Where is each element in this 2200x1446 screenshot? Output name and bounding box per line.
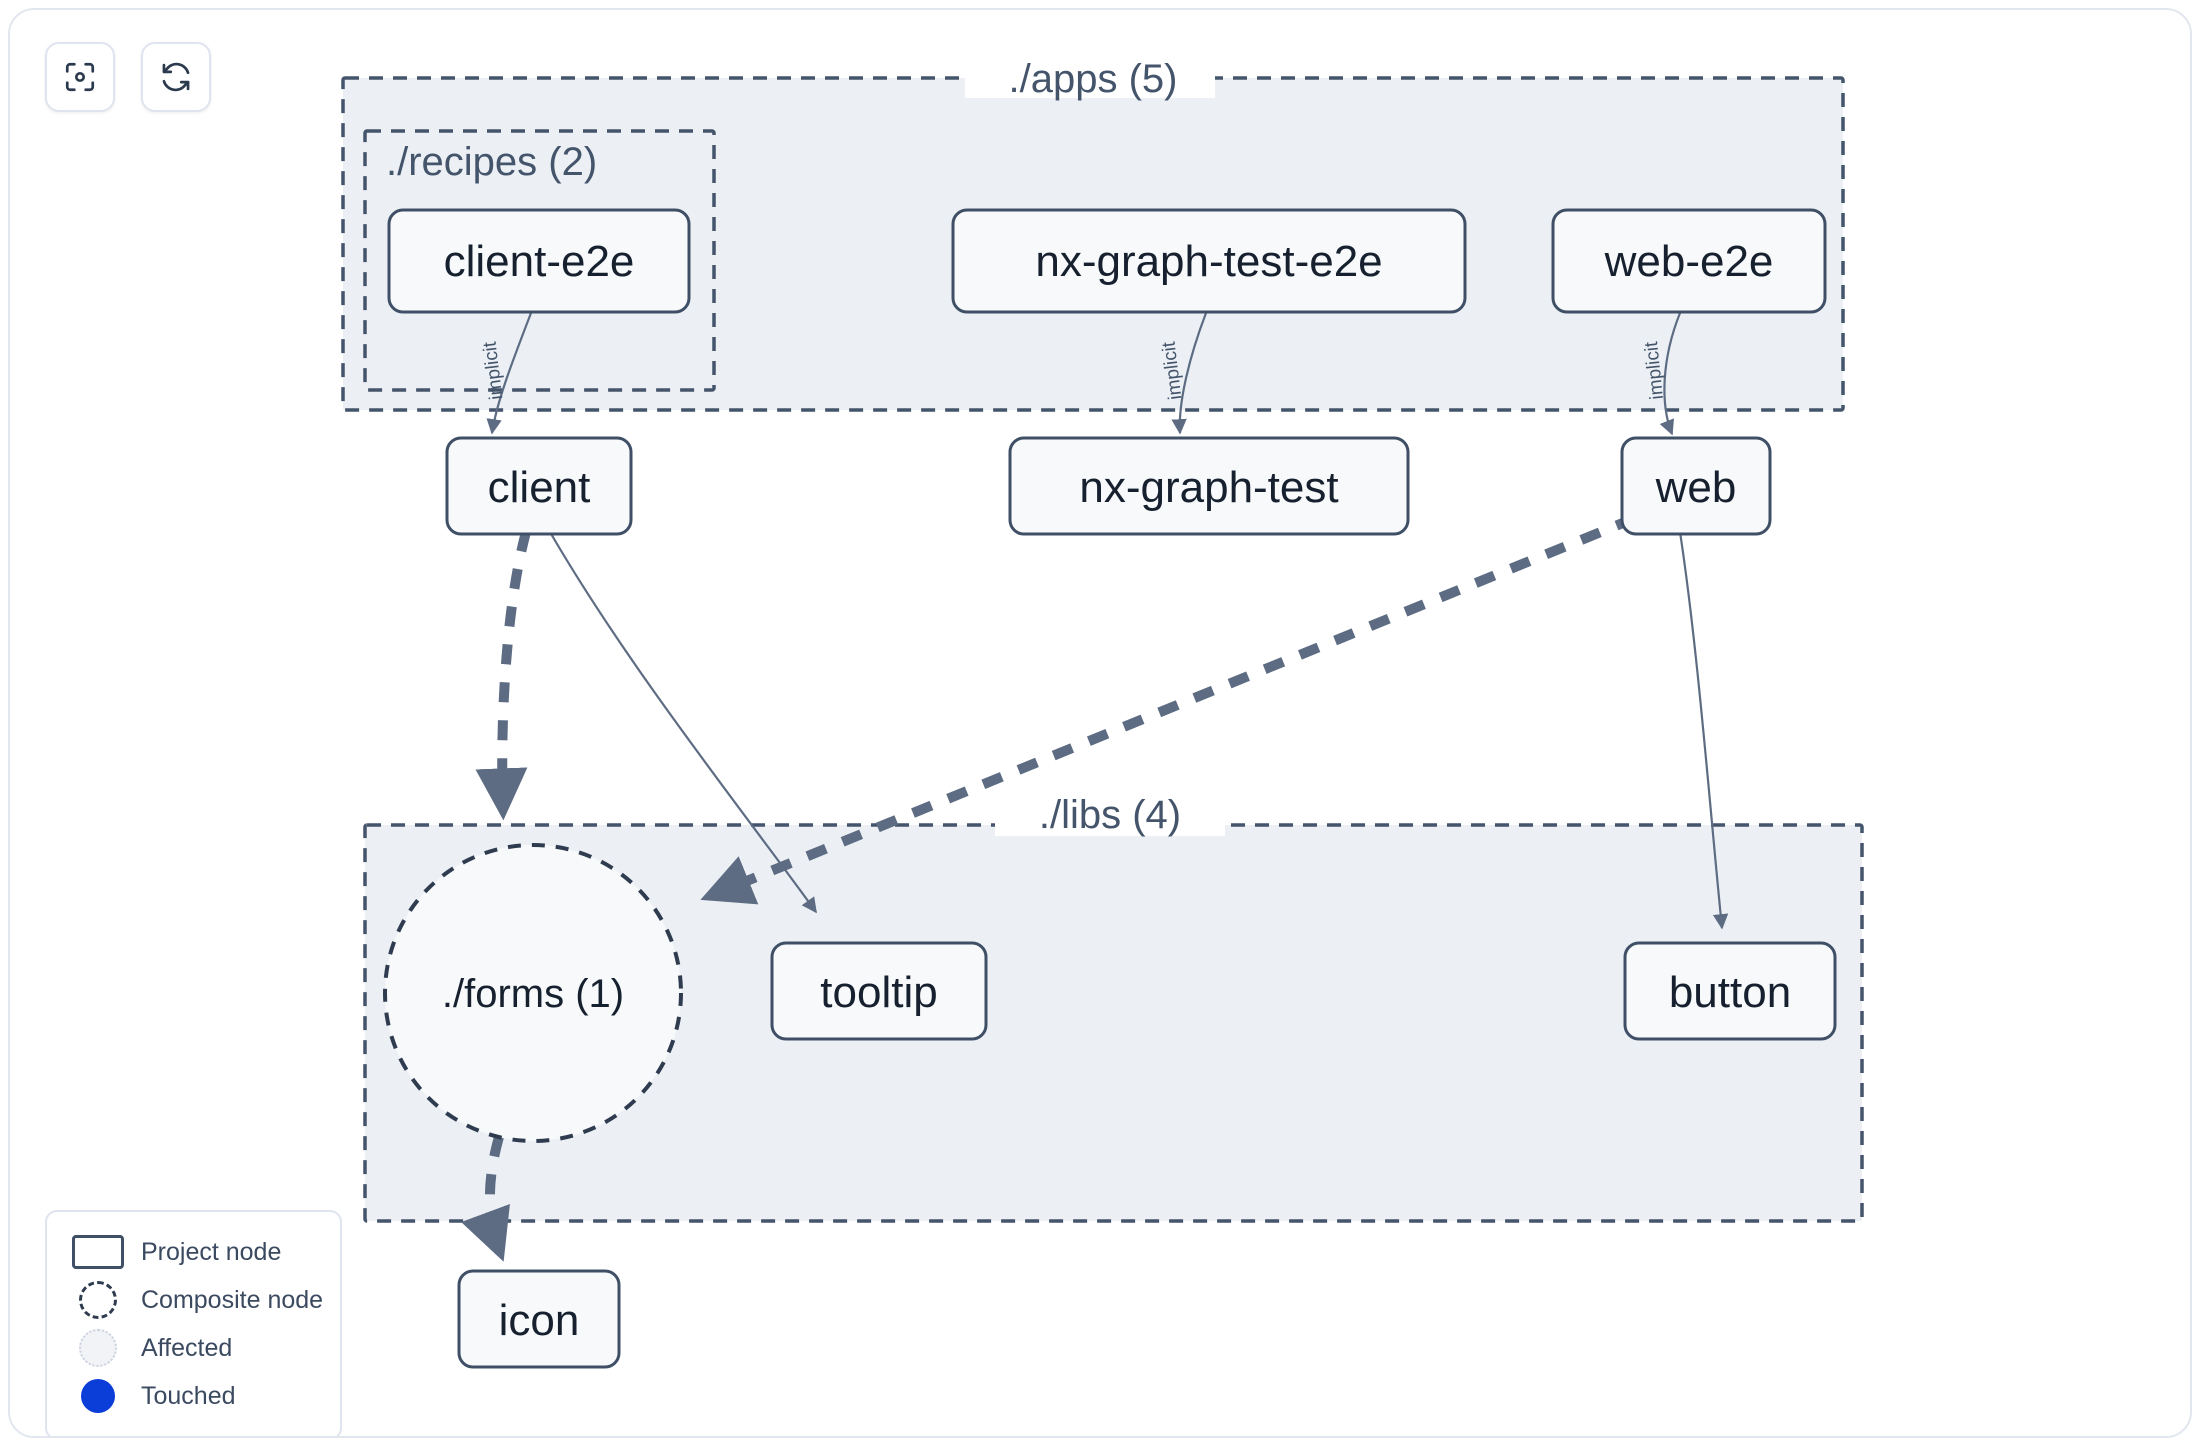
legend-item-composite-node: Composite node: [65, 1276, 324, 1324]
legend-item-touched: Touched: [65, 1372, 322, 1420]
group-libs-label: ./libs (4): [1039, 793, 1181, 837]
node-client-label: client: [488, 463, 591, 512]
node-nx-graph-test-box[interactable]: [1008, 436, 1410, 536]
legend-item-project-node: Project node: [65, 1228, 322, 1276]
graph-toolbar: [45, 42, 211, 112]
graph-legend: Project node Composite node Affected Tou…: [45, 1210, 342, 1436]
group-apps-label-bg: [965, 50, 1215, 98]
edge-web-to-button: [1678, 531, 1729, 930]
graph-edges: implicit implicit implicit: [461, 312, 1729, 1262]
node-tooltip-label: tooltip: [820, 968, 937, 1017]
node-button-label: button: [1669, 968, 1791, 1017]
group-libs-label-bg: [995, 792, 1225, 836]
group-recipes-label: ./recipes (2): [386, 140, 597, 184]
node-button[interactable]: button: [1623, 941, 1837, 1041]
legend-item-affected: Affected: [65, 1324, 322, 1372]
node-forms-composite[interactable]: ./forms (1): [383, 843, 683, 1143]
refresh-graph-button[interactable]: [141, 42, 211, 112]
node-web-e2e-label: web-e2e: [1604, 237, 1774, 286]
touched-swatch: [65, 1379, 131, 1413]
node-web-e2e-box[interactable]: [1551, 208, 1827, 314]
project-node-swatch: [65, 1235, 131, 1269]
graph-canvas-card: ./apps (5) ./recipes (2) ./libs (4) impl…: [8, 8, 2192, 1438]
edge-client-to-forms: [475, 530, 531, 821]
node-client-e2e-label: client-e2e: [444, 237, 635, 286]
edge-webe2e-to-web: [1659, 312, 1682, 436]
node-client-e2e-box[interactable]: [387, 208, 691, 314]
node-nx-graph-test-e2e-label: nx-graph-test-e2e: [1035, 237, 1382, 286]
node-nx-graph-test-e2e-box[interactable]: [951, 208, 1467, 314]
node-icon-label: icon: [499, 1296, 580, 1345]
edge-web-to-forms: [700, 513, 1637, 905]
edge-nxgraphteste2e-to-nxgraphtest: [1171, 312, 1208, 435]
node-web-e2e[interactable]: web-e2e: [1551, 208, 1827, 314]
node-icon-box[interactable]: [457, 1269, 621, 1369]
node-web-label: web: [1655, 463, 1737, 512]
group-apps-label: ./apps (5): [1009, 57, 1178, 101]
node-nx-graph-test[interactable]: nx-graph-test: [1008, 436, 1410, 536]
affected-swatch: [65, 1329, 131, 1367]
node-nx-graph-test-e2e[interactable]: nx-graph-test-e2e: [951, 208, 1467, 314]
legend-label-affected: Affected: [141, 1333, 233, 1362]
node-forms-circle[interactable]: [383, 843, 683, 1143]
node-client[interactable]: client: [445, 436, 633, 536]
node-tooltip-box[interactable]: [770, 941, 988, 1041]
node-web[interactable]: web: [1620, 436, 1772, 536]
node-nx-graph-test-label: nx-graph-test: [1079, 463, 1338, 512]
refresh-icon: [159, 60, 193, 94]
node-client-e2e[interactable]: client-e2e: [387, 208, 691, 314]
project-graph-svg[interactable]: ./apps (5) ./recipes (2) ./libs (4) impl…: [10, 10, 2192, 1438]
edge-client-to-tooltip: [549, 531, 817, 914]
node-tooltip[interactable]: tooltip: [770, 941, 988, 1041]
node-forms-label: ./forms (1): [442, 972, 624, 1016]
group-libs[interactable]: ./libs (4): [363, 792, 1864, 1223]
legend-label-project-node: Project node: [141, 1237, 282, 1266]
graph-nodes: client-e2e client nx-graph-test-e2e nx-g…: [383, 208, 1837, 1369]
focus-graph-button[interactable]: [45, 42, 115, 112]
node-button-box[interactable]: [1623, 941, 1837, 1041]
focus-scan-icon: [63, 60, 97, 94]
node-icon[interactable]: icon: [457, 1269, 621, 1369]
node-client-box[interactable]: [445, 436, 633, 536]
legend-label-composite-node: Composite node: [141, 1285, 324, 1314]
node-web-box[interactable]: [1620, 436, 1772, 536]
edge-forms-to-icon: [461, 1135, 510, 1262]
composite-node-swatch: [65, 1281, 131, 1319]
group-recipes-label-bg: [380, 138, 390, 176]
edge-client-e2e-to-client: [486, 312, 533, 435]
legend-label-touched: Touched: [141, 1381, 236, 1410]
